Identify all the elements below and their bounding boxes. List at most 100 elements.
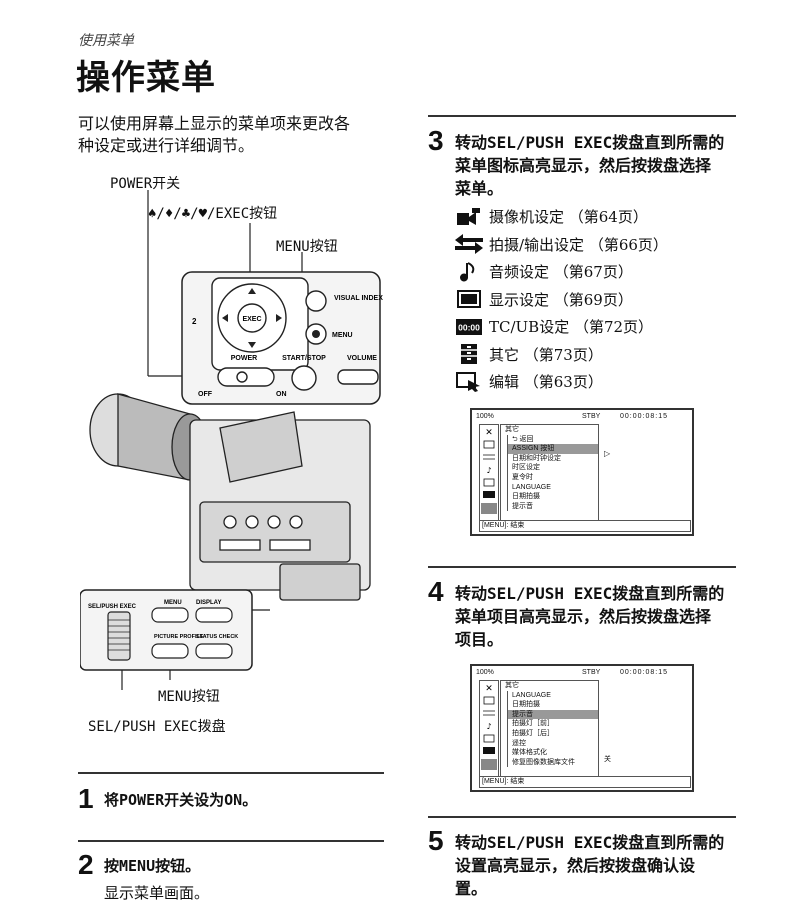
lcd2-item-1[interactable]: 日期拍摄 [512,701,540,709]
lcd1-camera-icon [483,440,495,449]
step-3-line-3: 菜单。 [455,179,504,198]
lcd2-item-3[interactable]: 拍摄灯［前］ [512,720,554,728]
step-5-line-3: 置。 [455,879,488,898]
lcd2-close-icon: ✕ [485,684,493,694]
section-kicker: 使用菜单 [78,33,134,49]
label-power-switch: POWER开关 [110,176,181,192]
intro-line-2: 种设定或进行详细调节。 [78,136,255,155]
menu-panel-label: MENU [332,332,353,339]
lcd2-item-5[interactable]: 遥控 [512,739,526,747]
step-5-text: 转动SEL/PUSH EXEC拨盘直到所需的 设置高亮显示，然后按拨盘确认设 置… [455,831,755,900]
menu-label-audio: 音频设定 （第67页） [489,263,633,282]
status-check-label: STATUS CHECK [196,634,238,640]
lcd-screen-submenu: 100% STBY 00:00:08:15 ✕ ♪ 其它 LANGUAGE 日期… [470,664,694,792]
lcd1-footer: [MENU]: 结束 [479,520,691,532]
divider-step-2 [78,840,384,842]
menu-label-display: 显示设定 （第69页） [489,290,633,309]
off-label: OFF [198,391,213,398]
lcd-screen-menu: 100% STBY 00:00:08:15 ✕ ♪ 其它 ⮌ 返回 ASSIGN… [470,408,694,536]
divider-step-3 [428,115,736,117]
lcd1-icon-column: ✕ ♪ [479,424,499,521]
lcd1-item-1-selected[interactable]: ASSIGN 按钮 [508,444,598,454]
lcd2-value-label: 关 [604,756,611,763]
divider-step-4 [428,566,736,568]
menu-row-camera: 摄像机设定 （第64页） [455,203,755,231]
step-3-line-2: 菜单图标高亮显示，然后按拨盘选择 [455,156,712,175]
menu-row-other: 其它 （第73页） [455,341,755,369]
menu-row-audio: 音频设定 （第67页） [455,258,755,286]
lcd2-footer: [MENU]: 结束 [479,776,691,788]
lcd1-tc-icon [483,491,495,498]
step-3-number: 3 [428,125,444,156]
label-menu-button-top: MENU按钮 [276,239,338,255]
menu-small-label: MENU [164,600,182,606]
lcd1-item-2[interactable]: 日期和时钟设定 [512,454,561,462]
intro-text: 可以使用屏幕上显示的菜单项来更改各 种设定或进行详细调节。 [78,113,388,157]
lcd1-item-4[interactable]: 夏令时 [512,473,533,481]
step-5-number: 5 [428,825,444,856]
sel-push-exec-label: SEL/PUSH EXEC [88,604,137,610]
lcd2-item-2-selected[interactable]: 提示音 [508,709,598,720]
exec-label: EXEC [242,316,261,323]
lcd2-item-0[interactable]: LANGUAGE [512,691,551,699]
step-4-line-3: 项目。 [455,630,504,649]
step-5-line-1: 转动SEL/PUSH EXEC拨盘直到所需的 [455,833,725,852]
lcd1-item-5[interactable]: LANGUAGE [512,483,551,491]
visual-index-label: VISUAL INDEX [334,295,383,302]
picture-profile-label: PICTURE PROFILE [154,634,204,640]
label-sel-push-exec-dial: SEL/PUSH EXEC拨盘 [88,719,226,735]
lcd2-item-6[interactable]: 媒体格式化 [512,749,547,757]
page-title: 操作菜单 [76,58,216,98]
lcd2-timecode: 00:00:08:15 [620,669,668,676]
label-arrow-buttons: ♠/♦/♣/♥/EXEC按钮 [148,206,278,222]
camera-illustration: EXEC VISUAL INDEX MENU 2 POWER START/STO… [80,190,383,690]
step-4-number: 4 [428,576,444,607]
lcd1-item-3[interactable]: 时区设定 [512,464,540,472]
volume-label: VOLUME [347,355,377,362]
display-label: DISPLAY [196,600,221,606]
panel-number-2: 2 [192,317,197,326]
lcd1-item-6[interactable]: 日期拍摄 [512,493,540,501]
other-icon [455,344,483,365]
lcd1-item-0[interactable]: ⮌ 返回 [512,435,534,443]
lcd2-item-4[interactable]: 拍摄灯［后］ [512,729,554,737]
menu-label-camera: 摄像机设定 （第64页） [489,208,648,227]
lcd1-in-out-icon [483,454,495,460]
lcd1-item-7[interactable]: 提示音 [512,502,533,510]
step-5-line-2: 设置高亮显示，然后按拨盘确认设 [455,856,696,875]
step-1-number: 1 [78,783,94,814]
lcd1-timecode: 00:00:08:15 [620,413,668,420]
intro-line-1: 可以使用屏幕上显示的菜单项来更改各 [78,114,351,133]
menu-icon-list: 摄像机设定 （第64页） 拍摄/输出设定 （第66页） 音频设定 （第67页） … [455,203,755,396]
lcd2-menu-panel: 其它 LANGUAGE 日期拍摄 提示音 拍摄灯［前］ 拍摄灯［后］ 遥控 媒体… [500,680,599,777]
audio-note-icon [455,261,483,282]
menu-row-edit: 编辑 （第63页） [455,368,755,396]
display-icon [455,289,483,309]
lcd1-submenu-arrow: ▷ [604,449,611,458]
lcd1-display-icon [483,478,495,487]
menu-label-in-out: 拍摄/输出设定 （第66页） [489,235,668,254]
step-2-text: 按MENU按钮。 [104,857,201,875]
step-4-line-2: 菜单项目高亮显示，然后按拨盘选择 [455,607,712,626]
step-4-line-1: 转动SEL/PUSH EXEC拨盘直到所需的 [455,584,725,603]
lcd1-battery: 100% [476,413,494,420]
menu-row-display: 显示设定 （第69页） [455,286,755,314]
step-4-text: 转动SEL/PUSH EXEC拨盘直到所需的 菜单项目高亮显示，然后按拨盘选择 … [455,582,755,651]
camera-settings-icon [455,207,483,227]
lcd2-display-icon [483,734,495,743]
edit-icon [455,371,483,392]
lcd1-status: STBY [582,413,601,420]
menu-row-in-out: 拍摄/输出设定 （第66页） [455,231,755,259]
lcd2-camera-icon [483,696,495,705]
lcd2-item-7[interactable]: 修复图像数据库文件 [512,758,575,766]
menu-label-edit: 编辑 （第63页） [489,373,603,392]
lcd1-menu-title: 其它 [505,426,519,433]
power-label: POWER [231,355,257,362]
lcd2-other-icon-selected [481,759,497,770]
lcd1-audio-icon: ♪ [486,466,491,475]
tc-ub-icon-text: 00:00 [458,322,480,332]
lcd2-status: STBY [582,669,601,676]
lcd2-battery: 100% [476,669,494,676]
label-menu-button-bottom: MENU按钮 [158,689,220,705]
start-stop-label: START/STOP [282,355,326,362]
